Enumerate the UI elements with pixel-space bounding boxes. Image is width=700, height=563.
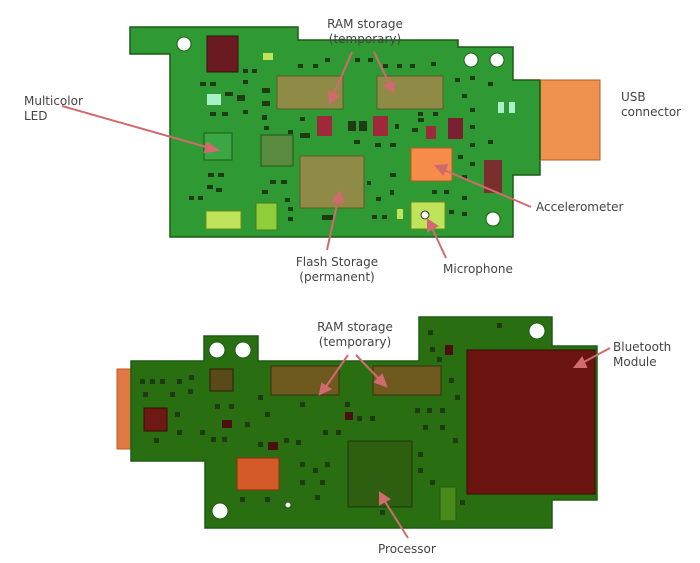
leader-flash [326, 199, 339, 251]
red-component [317, 116, 332, 136]
leader-lines [61, 51, 611, 539]
label-flash-storage: Flash Storage (permanent) [282, 255, 392, 285]
red-component [143, 407, 168, 432]
flash-chip [299, 155, 365, 209]
label-ram-bottom: RAM storage (temporary) [300, 320, 410, 350]
label-line: Bluetooth [613, 340, 672, 354]
orange-component [236, 457, 280, 491]
label-line: (temporary) [328, 32, 402, 46]
label-line: Multicolor [24, 94, 83, 108]
bottom-usb-edge [116, 368, 132, 450]
leader-microphone [431, 227, 447, 259]
top-board [129, 26, 601, 238]
usb-connector [539, 79, 601, 161]
label-line: RAM storage [317, 320, 393, 334]
label-line: Flash Storage [295, 255, 379, 269]
led-pad [509, 102, 515, 113]
label-line: Module [613, 355, 657, 369]
leader-ram-bottom-left [324, 354, 349, 389]
leader-ram-top-left [332, 51, 353, 97]
label-bluetooth-module: Bluetooth Module [613, 340, 671, 370]
label-line: Processor [378, 542, 436, 556]
dark-red-component [206, 35, 239, 73]
mounting-hole [485, 211, 501, 227]
ram-chip [276, 75, 344, 110]
ram-chip [376, 75, 444, 110]
light-green-component [205, 210, 242, 230]
microphone-port [420, 210, 430, 220]
mounting-hole [176, 36, 192, 52]
mounting-hole [211, 502, 229, 520]
mounting-hole [208, 341, 226, 359]
label-line: LED [24, 109, 48, 123]
green-component [439, 486, 457, 522]
label-line: connector [621, 105, 682, 119]
bluetooth-module [466, 349, 596, 495]
label-multicolor-led: Multicolor LED [24, 94, 83, 124]
red-component [448, 118, 463, 139]
small-pads [189, 58, 493, 221]
led-pad [263, 53, 273, 60]
red-component [484, 160, 502, 193]
arrowhead [427, 218, 439, 233]
red-component [426, 126, 436, 139]
mounting-hole [528, 322, 546, 340]
label-line: Accelerometer [536, 200, 624, 214]
arrowhead [379, 491, 391, 506]
led-pad [207, 94, 221, 105]
leader-ram-top-right [373, 51, 391, 86]
mounting-hole [284, 501, 292, 509]
label-line: USB [621, 90, 646, 104]
leader-accelerometer [443, 169, 532, 208]
leader-ram-bottom-right [355, 354, 381, 381]
label-microphone: Microphone [443, 262, 513, 277]
mounting-hole [234, 341, 252, 359]
light-green-component [255, 202, 278, 231]
red-component [373, 116, 388, 136]
label-line: RAM storage [327, 17, 403, 31]
label-accelerometer: Accelerometer [536, 200, 623, 215]
label-line: (temporary) [318, 335, 392, 349]
arrowhead [327, 90, 340, 106]
mounting-hole [463, 52, 479, 68]
leader-bluetooth [581, 347, 611, 364]
arrowhead [572, 356, 588, 368]
brown-component [209, 368, 234, 392]
label-line: (permanent) [299, 270, 375, 284]
label-ram-top: RAM storage (temporary) [310, 17, 420, 47]
arrowhead [318, 382, 333, 396]
top-board-left-tab [130, 54, 170, 237]
led-pad [397, 209, 403, 219]
arrowhead [383, 80, 396, 94]
label-processor: Processor [378, 542, 436, 557]
leader-processor [383, 499, 409, 539]
label-line: Microphone [443, 262, 513, 276]
arrowhead [203, 141, 221, 154]
arrowhead [331, 189, 345, 204]
square-component [260, 134, 294, 167]
small-pads [140, 323, 502, 515]
leader-led [61, 105, 211, 149]
arrowhead [433, 163, 449, 176]
arrowhead [373, 373, 388, 388]
label-usb-connector: USB connector [621, 90, 681, 120]
led-pad [498, 102, 504, 113]
mounting-hole [489, 52, 505, 68]
